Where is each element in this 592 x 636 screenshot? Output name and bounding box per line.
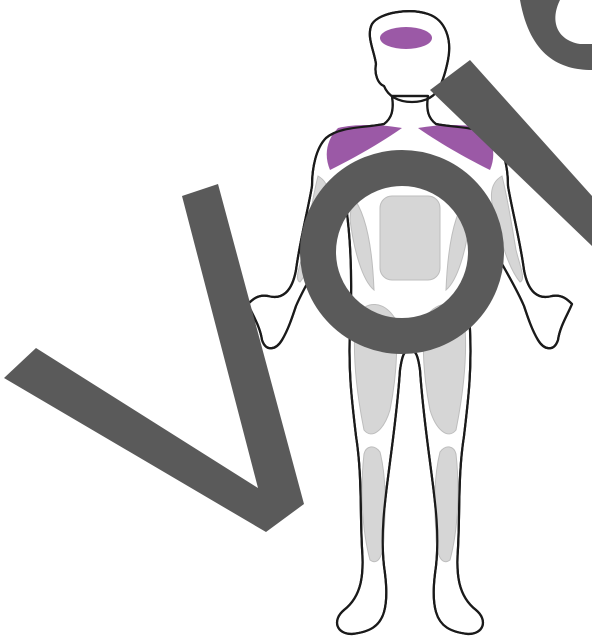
forehead-highlight [380, 27, 432, 49]
abs-muscle [380, 196, 440, 280]
watermark-v-shape [4, 184, 304, 532]
watermark-r-arc [520, 0, 592, 70]
